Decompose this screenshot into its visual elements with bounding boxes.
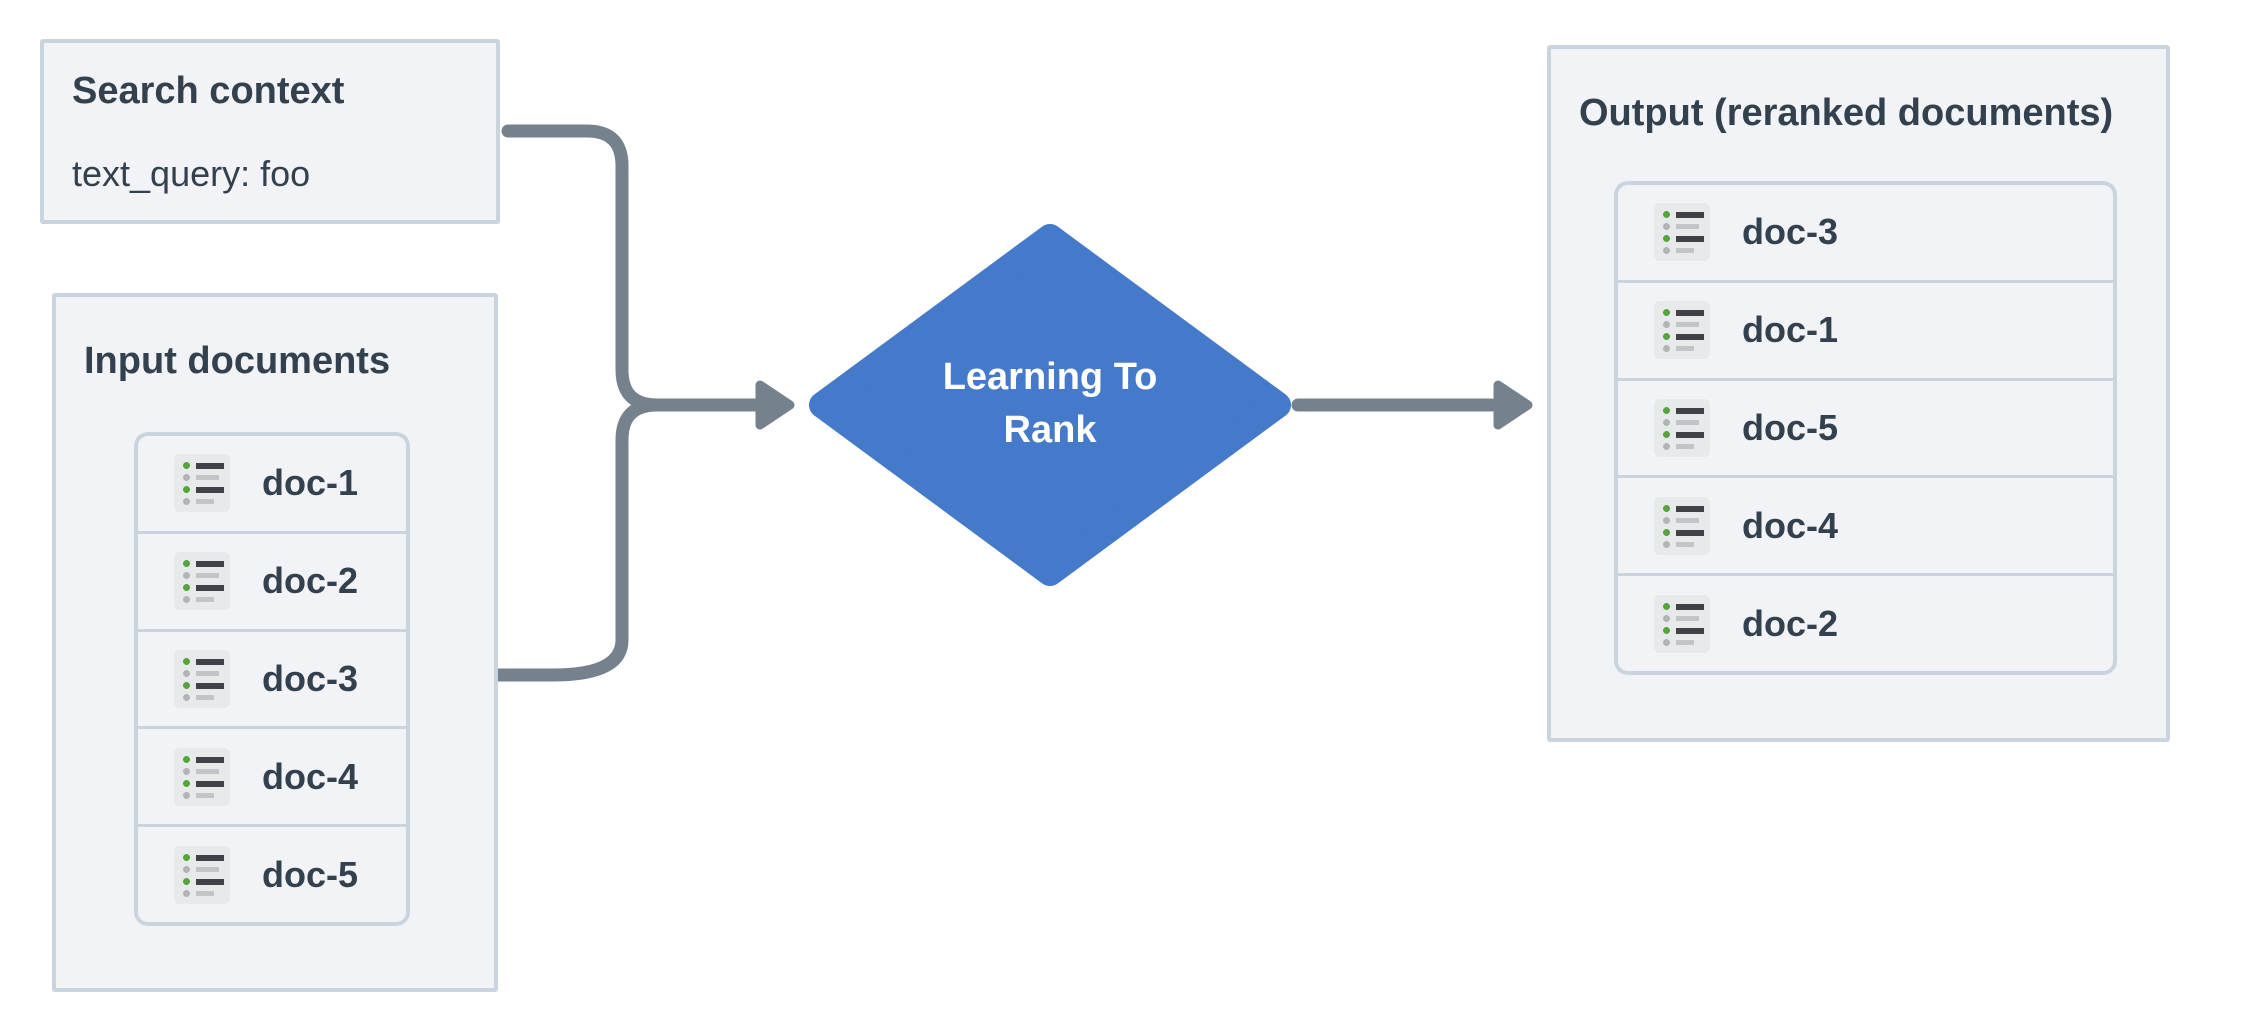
input-documents-box: Input documents doc-1 doc-2 doc-3 doc-4 … [52,293,498,992]
doc-label: doc-5 [262,853,359,895]
output-doc-item: doc-4 [1618,475,2113,573]
output-doc-item: doc-2 [1618,573,2113,671]
input-doc-item: doc-1 [138,436,406,531]
output-documents-box: Output (reranked documents) doc-3 doc-1 … [1547,45,2170,742]
doc-label: doc-4 [1742,504,1839,546]
output-doc-item: doc-1 [1618,279,2113,378]
document-list-icon [174,845,230,904]
search-context-box: Search context text_query: foo [40,39,500,224]
arrow-from-input-documents [491,398,664,682]
doc-label: doc-1 [262,462,359,504]
input-document-list: doc-1 doc-2 doc-3 doc-4 doc-5 [134,432,410,926]
document-list-icon [174,552,230,611]
output-document-list: doc-3 doc-1 doc-5 doc-4 doc-2 [1614,181,2117,675]
output-documents-title: Output (reranked documents) [1579,92,2114,134]
doc-label: doc-2 [1742,602,1839,644]
document-list-icon [174,649,230,708]
learning-to-rank-label: Learning To Rank [880,351,1220,457]
doc-label: doc-3 [1742,211,1839,253]
learning-to-rank-label-line2: Rank [1003,409,1097,451]
arrowheads [755,380,1533,430]
learning-to-rank-label-line1: Learning To [942,356,1158,398]
search-query-text: text_query: foo [72,153,311,194]
document-list-icon [1654,203,1710,262]
search-context-title: Search context [72,70,345,112]
arrowhead-into-diamond-icon [755,380,795,430]
document-list-icon [1654,496,1710,555]
document-list-icon [1654,398,1710,457]
document-list-icon [1654,301,1710,360]
document-list-icon [174,454,230,513]
input-documents-title: Input documents [84,340,391,382]
doc-label: doc-5 [1742,406,1839,448]
output-doc-item: doc-5 [1618,377,2113,476]
input-doc-item: doc-5 [138,824,406,922]
document-list-icon [1654,594,1710,653]
arrowhead-into-output-icon [1493,380,1533,430]
learning-to-rank-diamond [809,224,1291,586]
arrow-from-search-context [501,124,763,412]
doc-label: doc-3 [262,657,359,699]
doc-label: doc-1 [1742,309,1839,351]
merge-arrows [491,124,1499,682]
input-doc-item: doc-2 [138,530,406,629]
input-doc-item: doc-4 [138,726,406,824]
doc-label: doc-2 [262,560,359,602]
doc-label: doc-4 [262,755,359,797]
document-list-icon [174,747,230,806]
output-doc-item: doc-3 [1618,185,2113,280]
input-doc-item: doc-3 [138,628,406,727]
